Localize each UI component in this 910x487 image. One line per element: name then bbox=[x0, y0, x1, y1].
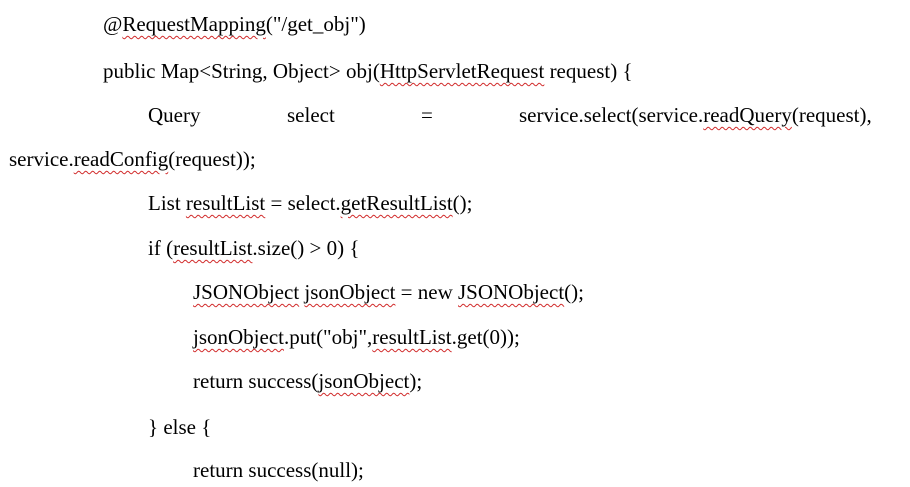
query-type: Query bbox=[148, 103, 201, 127]
return-null-line: return success(null); bbox=[193, 458, 364, 482]
list-decl-mid: = select. bbox=[265, 191, 341, 215]
json-decl-type: JSONObject bbox=[193, 280, 300, 304]
json-decl-ctor: JSONObject bbox=[458, 280, 565, 304]
if-pre: if ( bbox=[148, 236, 174, 260]
query-cont-method: readConfig bbox=[73, 147, 169, 171]
json-decl-line: JSONObject jsonObject = new JSONObject()… bbox=[193, 279, 584, 305]
list-decl-method: getResultList bbox=[340, 191, 453, 215]
signature-param-type: HttpServletRequest bbox=[379, 59, 545, 83]
list-decl-pre: List bbox=[148, 191, 186, 215]
return-ok-line: return success(jsonObject); bbox=[193, 368, 422, 394]
json-decl-mid: = new bbox=[395, 280, 458, 304]
put-post: .get(0)); bbox=[451, 325, 520, 349]
signature-post: request) { bbox=[544, 59, 633, 83]
list-decl-post: (); bbox=[452, 191, 473, 215]
put-line: jsonObject.put("obj",resultList.get(0)); bbox=[193, 324, 520, 350]
if-line: if (resultList.size() > 0) { bbox=[148, 235, 359, 261]
annotation-at: @ bbox=[103, 12, 123, 36]
annotation-line: @RequestMapping("/get_obj") bbox=[103, 11, 366, 37]
if-var: resultList bbox=[173, 236, 253, 260]
method-signature-line: public Map<String, Object> obj(HttpServl… bbox=[103, 58, 633, 84]
signature-pre: public Map<String, Object> obj( bbox=[103, 59, 380, 83]
json-decl-var: jsonObject bbox=[304, 280, 396, 304]
query-call-pre: service.select(service. bbox=[519, 103, 704, 127]
annotation-name: RequestMapping bbox=[122, 12, 266, 36]
query-equals: = bbox=[421, 103, 433, 127]
list-decl-var: resultList bbox=[185, 191, 266, 215]
query-cont-post: (request)); bbox=[168, 147, 256, 171]
query-call: service.select(service.readQuery(request… bbox=[519, 102, 872, 128]
return-ok-pre: return success( bbox=[193, 369, 319, 393]
if-post: .size() > 0) { bbox=[252, 236, 360, 260]
return-ok-arg: jsonObject bbox=[318, 369, 410, 393]
else-line: } else { bbox=[148, 415, 212, 439]
put-mid: .put("obj", bbox=[283, 325, 373, 349]
query-call-method: readQuery bbox=[703, 103, 792, 127]
annotation-args: ("/get_obj") bbox=[265, 12, 366, 36]
put-list: resultList bbox=[372, 325, 452, 349]
put-var: jsonObject bbox=[193, 325, 284, 349]
query-cont-pre: service. bbox=[9, 147, 74, 171]
query-var: select bbox=[287, 103, 335, 127]
json-decl-post: (); bbox=[564, 280, 584, 304]
return-ok-post: ); bbox=[409, 369, 423, 393]
query-call-post: (request), bbox=[791, 103, 872, 127]
list-decl-line: List resultList = select.getResultList()… bbox=[148, 190, 472, 216]
query-continuation-line: service.readConfig(request)); bbox=[9, 146, 256, 172]
